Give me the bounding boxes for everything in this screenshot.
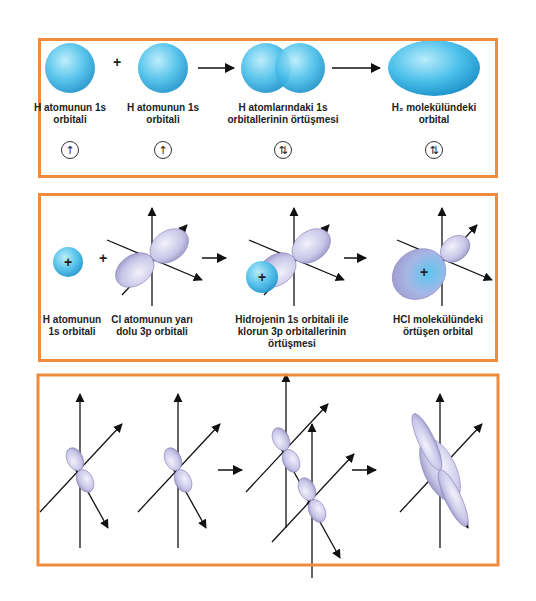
orbital-caption: H atomlarındaki 1s orbitallerinin örtüşm… xyxy=(227,102,339,126)
s-orbital xyxy=(45,43,95,93)
orbital-caption: HCl molekülündeki örtüşen orbital xyxy=(386,314,490,338)
arrow-line xyxy=(352,469,376,471)
arrow-line xyxy=(202,257,226,259)
spin-circle: ⇅ xyxy=(274,141,292,159)
spin-arrow: ⇅ xyxy=(429,145,438,156)
arrow-line xyxy=(40,424,122,512)
s-orbital xyxy=(275,43,325,93)
panel-1-art xyxy=(45,40,480,96)
arrow-line xyxy=(218,469,242,471)
sign-label: + xyxy=(64,255,72,269)
p-lobe xyxy=(63,445,88,474)
arrow-line xyxy=(246,404,328,492)
spin-arrow: ↑ xyxy=(158,145,167,156)
p-lobe xyxy=(382,238,455,309)
p-lobe xyxy=(73,467,98,496)
sign-label: + xyxy=(113,55,121,69)
s-orbital xyxy=(53,247,83,277)
orbital-caption: Cl atomunun yarı dolu 3p orbitali xyxy=(107,314,197,338)
arrow-line xyxy=(272,454,354,542)
p-lobe xyxy=(269,425,294,454)
orbital-caption: H₂ molekülündeki orbital xyxy=(382,102,486,126)
spin-circle: ↑ xyxy=(61,141,79,159)
panel-3-art xyxy=(40,374,482,578)
arrow-line xyxy=(344,257,366,259)
orbital-caption: H atomunun 1s orbitali xyxy=(41,314,103,338)
s-orbital xyxy=(246,261,278,293)
spin-arrow: ⇅ xyxy=(278,145,287,156)
p-lobe xyxy=(109,246,161,295)
p-lobe xyxy=(433,467,474,530)
arrow-line xyxy=(198,67,234,69)
sign-label: + xyxy=(99,251,107,265)
panel-2-art xyxy=(53,208,492,310)
arrow-line xyxy=(138,424,220,512)
spin-arrow: ↑ xyxy=(65,145,74,156)
orbital-caption: H atomunun 1s orbitali xyxy=(30,102,110,126)
spin-circle: ⇅ xyxy=(425,141,443,159)
spin-circle: ↑ xyxy=(154,141,172,159)
p-lobe xyxy=(305,497,330,526)
sign-label: + xyxy=(420,265,428,279)
sign-label: + xyxy=(258,270,266,284)
p-lobe xyxy=(279,447,304,476)
h2-orbital xyxy=(388,40,480,96)
orbital-caption: Hidrojenin 1s orbitali ile klorun 3p orb… xyxy=(222,314,362,350)
s-orbital xyxy=(138,43,188,93)
panel-box: H atomunun 1s orbitaliH atomunun 1s orbi… xyxy=(38,38,498,178)
arrow-line xyxy=(332,67,380,69)
p-lobe xyxy=(407,410,448,473)
p-lobe xyxy=(295,475,320,504)
orbital-caption: H atomunun 1s orbitali xyxy=(123,102,203,126)
p-lobe xyxy=(161,445,186,474)
panel-box: H atomunun 1s orbitaliCl atomunun yarı d… xyxy=(38,193,498,362)
p-lobe xyxy=(171,467,196,496)
panel-frame xyxy=(38,375,498,565)
